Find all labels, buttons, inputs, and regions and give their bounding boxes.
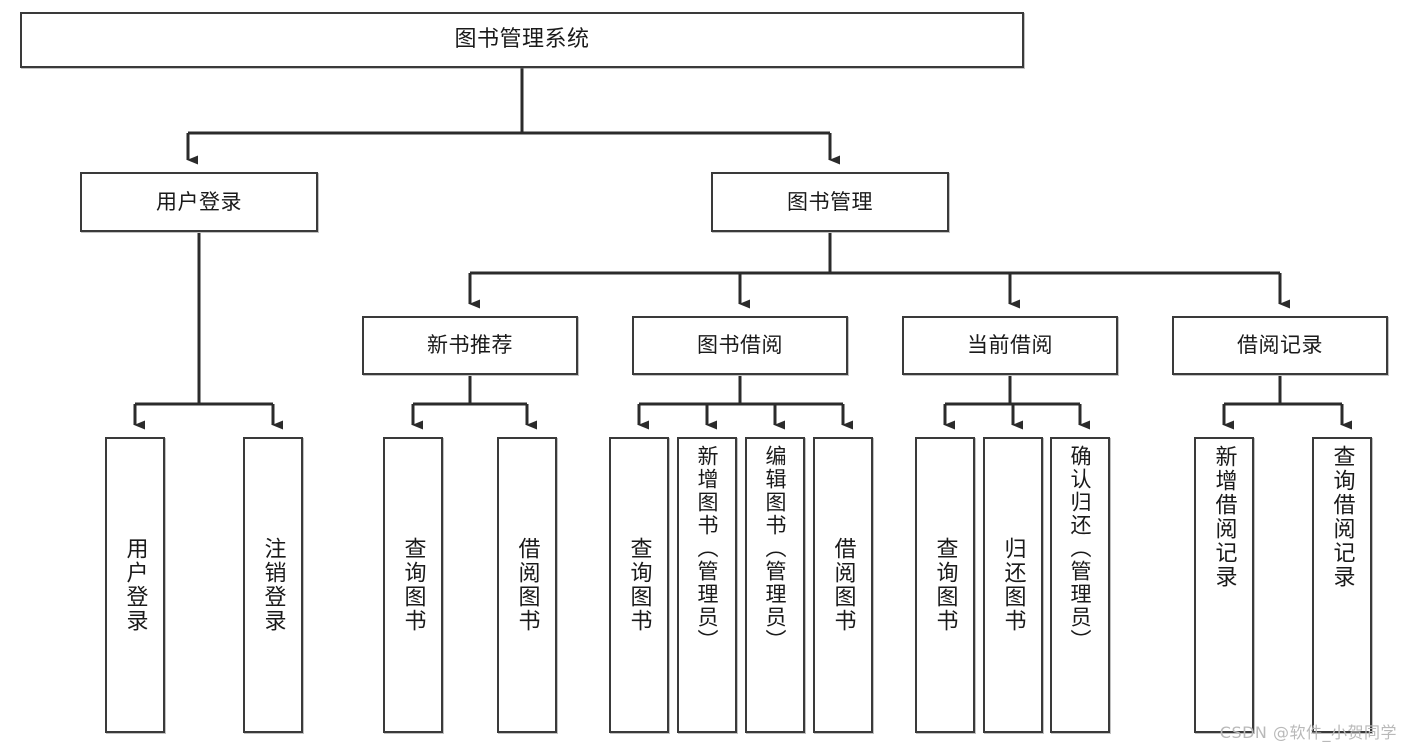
leaf-borrow-book-recommend[interactable]: 借阅图书 bbox=[497, 437, 557, 733]
node-label: 新书推荐 bbox=[427, 333, 513, 358]
leaf-add-book-admin[interactable]: 新增图书（管理员） bbox=[677, 437, 737, 733]
node-label: 查询图书 bbox=[626, 537, 652, 633]
node-book-borrow[interactable]: 图书借阅 bbox=[632, 316, 848, 375]
node-new-book-recommend[interactable]: 新书推荐 bbox=[362, 316, 578, 375]
leaf-query-book-recommend[interactable]: 查询图书 bbox=[383, 437, 443, 733]
node-user-login[interactable]: 用户登录 bbox=[80, 172, 318, 232]
csdn-watermark: CSDN @软件_小贺同学 bbox=[1219, 723, 1397, 742]
leaf-confirm-return-admin[interactable]: 确认归还（管理员） bbox=[1050, 437, 1110, 733]
leaf-user-login[interactable]: 用户登录 bbox=[105, 437, 165, 733]
node-book-management[interactable]: 图书管理 bbox=[711, 172, 949, 232]
leaf-add-borrow-record[interactable]: 新增借阅记录 bbox=[1194, 437, 1254, 733]
node-label: 图书管理 bbox=[787, 189, 873, 214]
node-label: 当前借阅 bbox=[967, 333, 1053, 358]
leaf-query-book-borrow[interactable]: 查询图书 bbox=[609, 437, 669, 733]
node-label: 借阅图书 bbox=[830, 537, 856, 633]
leaf-edit-book-admin[interactable]: 编辑图书（管理员） bbox=[745, 437, 805, 733]
node-borrow-record[interactable]: 借阅记录 bbox=[1172, 316, 1388, 375]
leaf-query-book-current[interactable]: 查询图书 bbox=[915, 437, 975, 733]
node-label: 图书管理系统 bbox=[454, 27, 590, 53]
node-label: 借阅图书 bbox=[514, 537, 540, 633]
node-current-borrow[interactable]: 当前借阅 bbox=[902, 316, 1118, 375]
leaf-borrow-book[interactable]: 借阅图书 bbox=[813, 437, 873, 733]
leaf-query-borrow-record[interactable]: 查询借阅记录 bbox=[1312, 437, 1372, 733]
node-root-system[interactable]: 图书管理系统 bbox=[20, 12, 1024, 68]
node-label: 查询图书 bbox=[400, 537, 426, 633]
node-label: 新增借阅记录 bbox=[1211, 445, 1237, 589]
node-label: 编辑图书（管理员） bbox=[763, 445, 788, 652]
node-label: 图书借阅 bbox=[697, 333, 783, 358]
node-label: 用户登录 bbox=[156, 189, 242, 214]
node-label: 用户登录 bbox=[122, 537, 148, 633]
node-label: 查询图书 bbox=[932, 537, 958, 633]
node-label: 确认归还（管理员） bbox=[1068, 445, 1093, 652]
node-label: 新增图书（管理员） bbox=[695, 445, 720, 652]
node-label: 归还图书 bbox=[1000, 537, 1026, 633]
leaf-return-book[interactable]: 归还图书 bbox=[983, 437, 1043, 733]
node-label: 借阅记录 bbox=[1237, 333, 1323, 358]
node-label: 注销登录 bbox=[260, 537, 286, 633]
leaf-logout[interactable]: 注销登录 bbox=[243, 437, 303, 733]
node-label: 查询借阅记录 bbox=[1329, 445, 1355, 589]
